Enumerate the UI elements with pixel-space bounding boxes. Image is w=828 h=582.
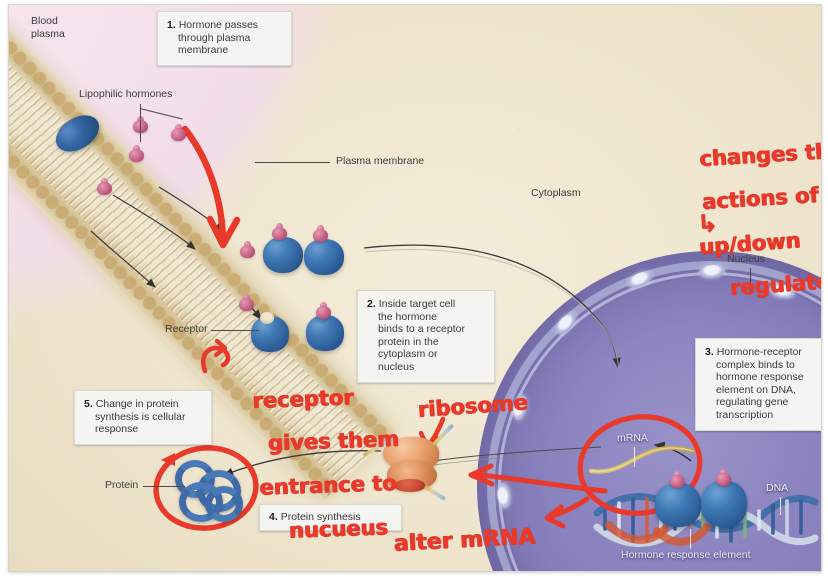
hormone-response-element-label: Hormone response element [621,549,751,561]
protein-leader [143,486,185,487]
hormone-action-diagram: Blood plasma Lipophilic hormones Plasma … [8,4,822,572]
step-2-number: 2. [367,298,376,310]
plasma-membrane-label: Plasma membrane [336,155,425,167]
hormone-receptor-complex [302,229,346,275]
lipophilic-hormone-molecule [170,124,187,142]
mrna-label: mRNA [617,432,648,444]
lipophilic-hormone-molecule [238,294,255,312]
step-box-5: 5. Change in protein synthesis is cellul… [74,390,212,445]
step-3-line-6: transcription [716,408,774,421]
blood-plasma-label: Blood plasma [31,15,65,40]
cytoplasm-label: Cytoplasm [531,187,581,199]
synthesized-protein [175,460,243,522]
step-4-line-1: Protein synthesis [280,511,361,523]
lipophilic-hormone-molecule [239,241,256,259]
step-5-line-3: response [95,423,139,436]
lipophilic-hormones-leader [140,104,141,142]
bound-hormone-receptor-complex [655,483,701,527]
step-2-line-5: cytoplasm or [378,348,438,361]
step-3-line-1: Hormone-receptor [716,346,802,358]
mrna-leader [634,447,635,467]
annotation-receptor-entrance: receptor gives them entrance to nucueus [208,364,404,567]
lipophilic-hormone-molecule [271,223,288,241]
annotation-receptor-entrance-line-1: receptor [252,385,355,413]
step-5-line-2: synthesis is cellular [95,410,186,423]
step-box-4: 4. Protein synthesis [259,504,402,531]
step-3-line-4: element on DNA, [716,383,796,396]
hormone-response-element-leader [690,529,691,549]
receptor-leader [211,330,259,331]
step-1-line-3: membrane [178,44,229,57]
step-1-line-1: Hormone passes [178,19,259,31]
nucleus-label: Nucleus [727,253,765,265]
receptor-protein [306,315,344,351]
step-5-line-1: Change in protein [95,398,179,410]
annotation-receptor-entrance-line-2: gives them [267,427,400,456]
step-box-3: 3. Hormone-receptor complex binds to hor… [695,338,821,431]
annotation-regulate-code-line-2: regulate code [729,269,822,301]
dna-leader [780,497,781,515]
step-box-1: 1. Hormone passes through plasma membran… [157,11,292,66]
nucleus-leader [750,268,751,292]
step-2-line-6: nucleus [378,360,415,373]
step-2-line-2: the hormone [378,310,437,323]
dna-label: DNA [766,482,789,494]
annotation-regulate-code: ↳ up/down regulate code [652,177,822,327]
annotation-receptor-entrance-line-3: entrance to [259,470,398,500]
lipophilic-hormone-molecule [96,178,113,196]
lipophilic-hormone-molecule [312,225,329,243]
step-box-2: 2. Inside target cell the hormone binds … [357,290,495,383]
step-2-line-4: protein in the [378,335,439,348]
plasma-membrane-leader [255,162,330,163]
step-3-line-2: complex binds to [716,358,795,371]
annotation-receptor-entrance-line-4: nucueus [288,514,389,543]
step-1-number: 1. [167,19,176,31]
step-5-number: 5. [84,398,93,410]
protein-loop [205,486,243,522]
step-2-line-3: binds to a receptor [378,323,465,336]
lipophilic-hormone-molecule [128,145,145,163]
step-3-number: 3. [705,346,714,358]
hormone-receptor-complex [261,227,305,273]
step-1-line-2: through plasma [178,31,251,44]
receptor-protein [251,312,289,352]
lipophilic-hormone-molecule [315,302,332,320]
lipophilic-hormone-molecule [669,471,686,489]
step-2-line-1: Inside target cell [378,298,456,310]
receptor-label: Receptor [165,323,208,335]
annotation-changes-dna-line-1: changes the [698,138,822,171]
lipophilic-hormones-label: Lipophilic hormones [79,88,173,100]
protein-label: Protein [105,479,139,491]
bound-hormone-receptor-complex [701,481,747,527]
lipophilic-hormone-molecule [715,469,732,487]
step-3-line-3: hormone response [716,371,804,384]
step-3-line-5: regulating gene [716,396,789,409]
step-4-number: 4. [269,511,278,523]
